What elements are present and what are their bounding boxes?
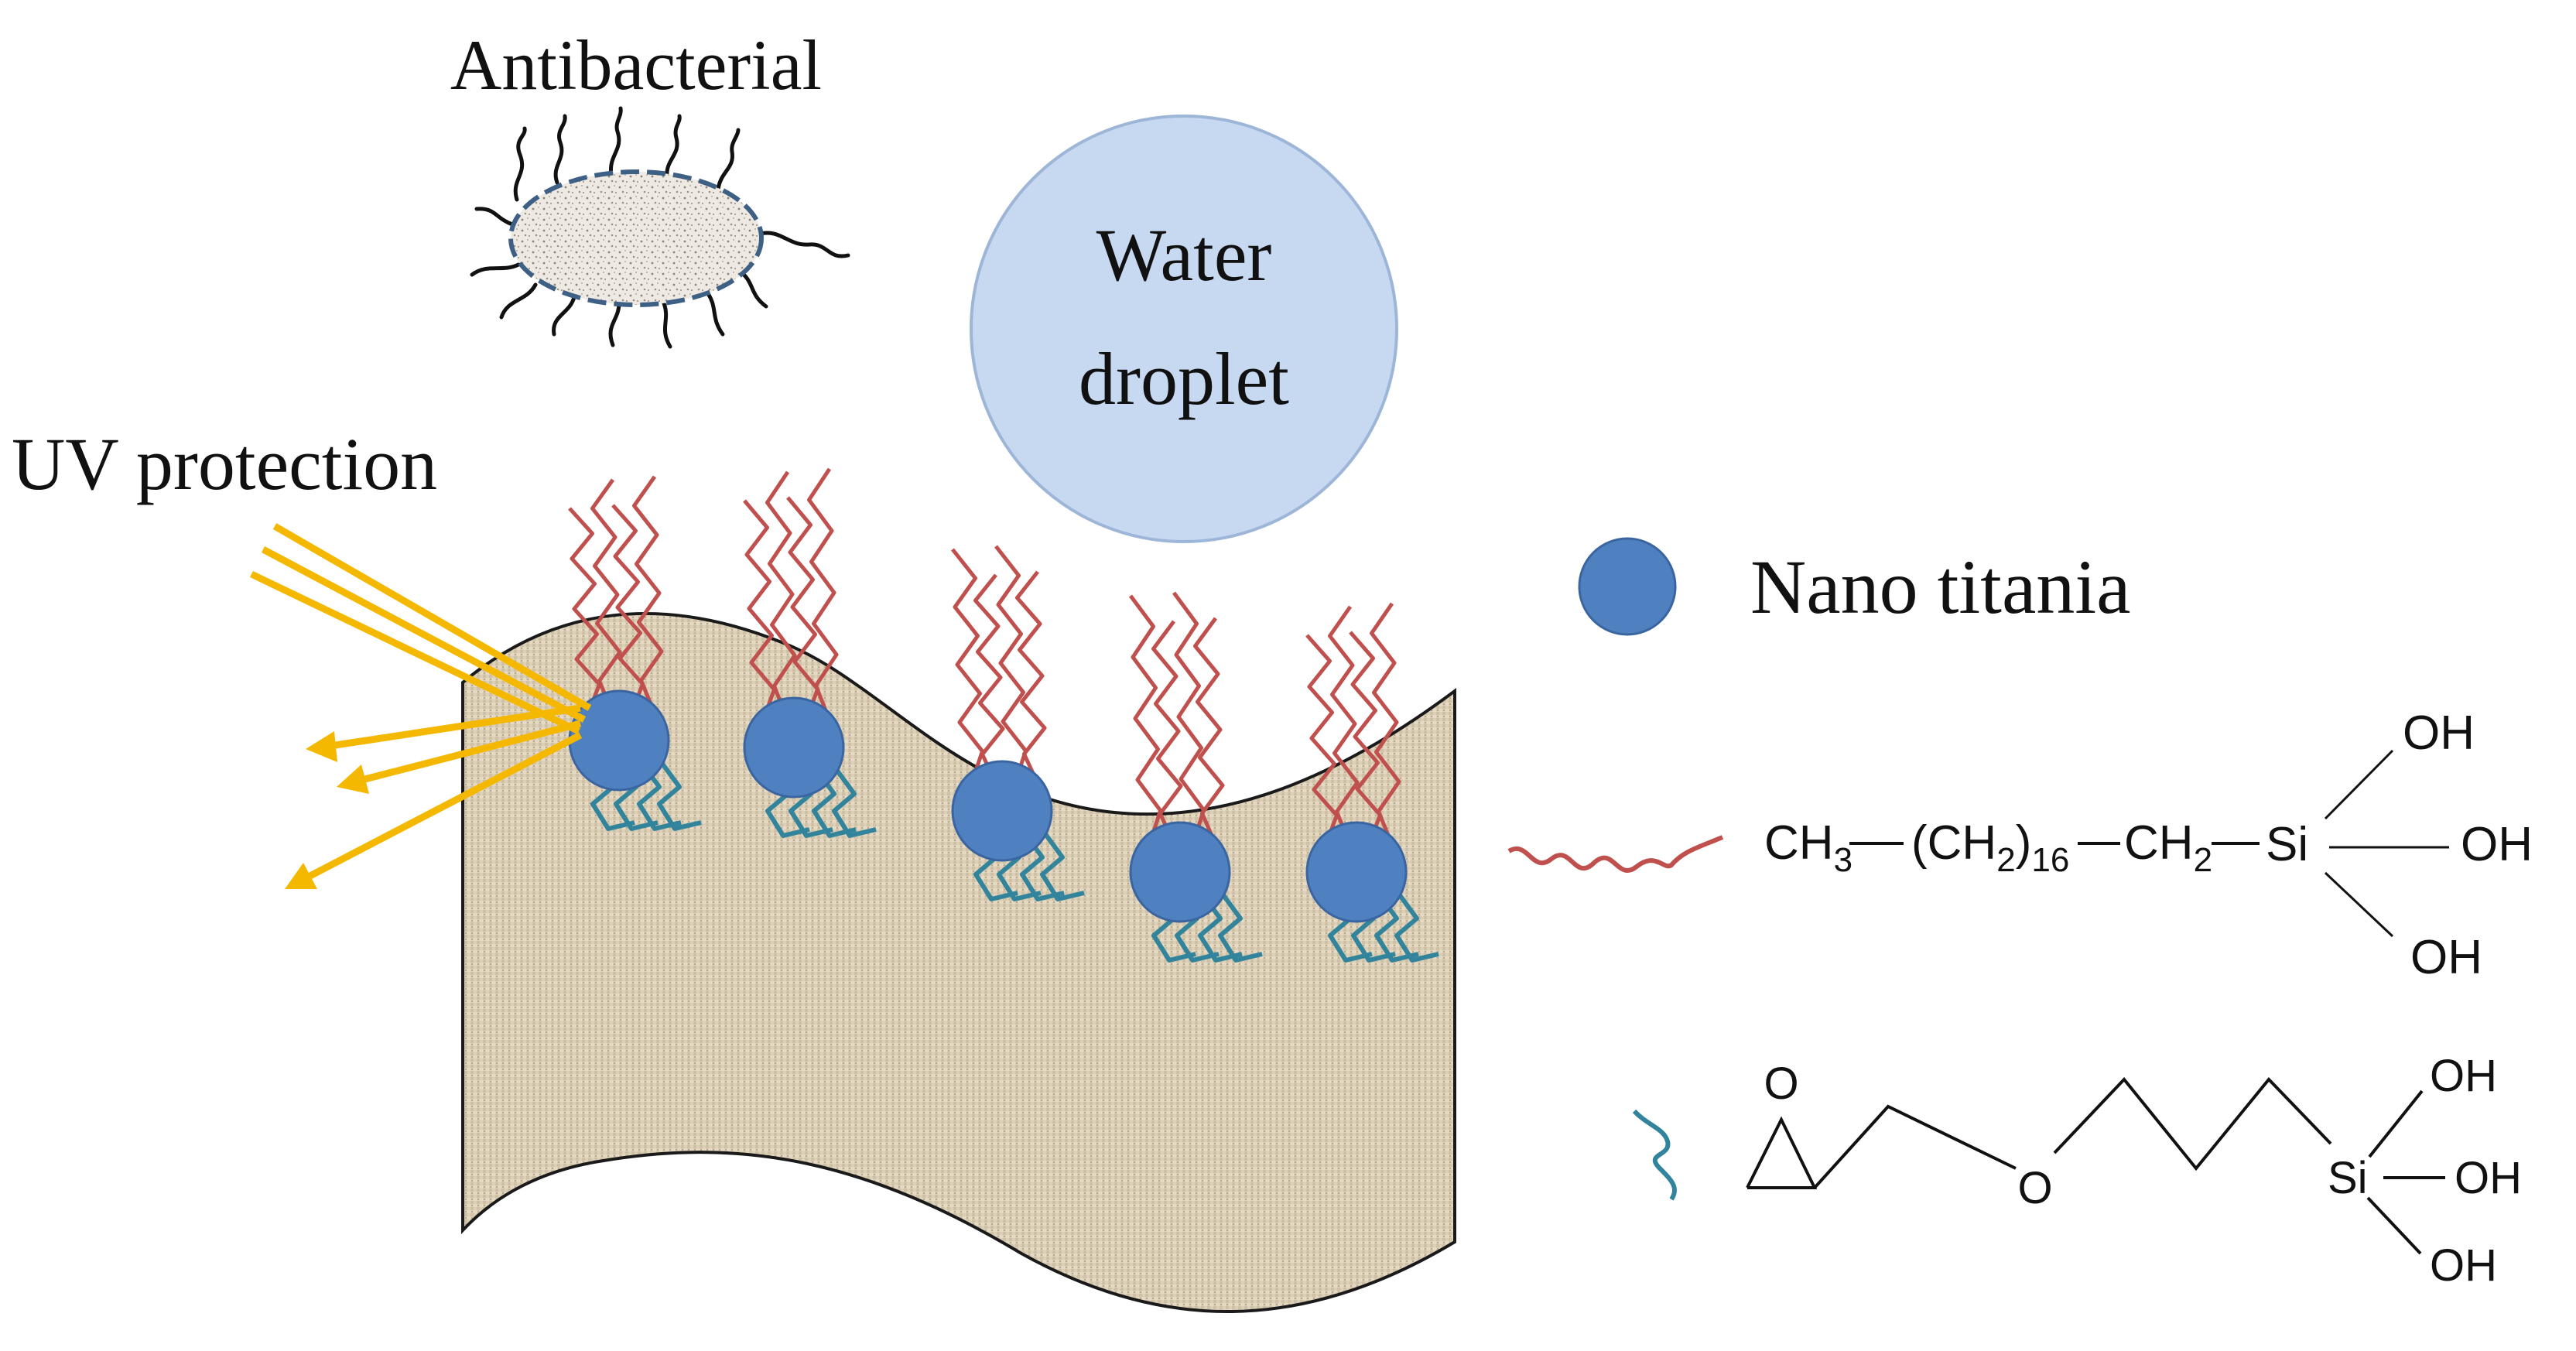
- octadecyl-chain: [1305, 634, 1339, 842]
- titania-particle: [743, 696, 845, 799]
- epoxy-chain: [1020, 833, 1065, 901]
- octadecyl-chain: [994, 545, 1028, 781]
- epoxy-silane-chains: [590, 762, 1439, 963]
- svg-text:O: O: [2017, 1163, 2052, 1213]
- titania-particles: [568, 689, 1408, 923]
- titania-legend-icon: [1578, 537, 1677, 636]
- epoxy-chain: [812, 769, 857, 838]
- svg-text:(CH2)16: (CH2)16: [1911, 816, 2069, 879]
- fabric-substrate: [461, 612, 1456, 1314]
- svg-text:O: O: [1764, 1059, 1798, 1109]
- epoxy-chain: [832, 769, 877, 838]
- svg-text:Si: Si: [2266, 818, 2308, 871]
- svg-text:OH: OH: [2410, 931, 2482, 984]
- svg-text:Si: Si: [2328, 1153, 2368, 1203]
- octadecyl-chain: [765, 470, 797, 717]
- octadecyl-chain: [951, 548, 984, 781]
- water-droplet: [970, 115, 1398, 543]
- uv-rays: [250, 523, 592, 889]
- octadecyl-chain: [743, 499, 776, 717]
- epoxy-chain: [657, 762, 702, 831]
- titania-particle: [1305, 821, 1408, 923]
- octadecyl-chain: [973, 573, 1005, 782]
- epoxy-chain: [1218, 894, 1263, 963]
- legend-octadecyl-silane: CH3 (CH2)16 CH2 Si OH OH OH: [1507, 706, 2533, 984]
- epoxy-chain: [1394, 894, 1439, 963]
- octadecyl-chain: [1370, 602, 1401, 842]
- svg-text:CH3: CH3: [1764, 816, 1852, 879]
- legend-titania: Nano titania: [1578, 537, 2131, 636]
- octadecyl-chain: [568, 507, 601, 710]
- nano-titania-label: Nano titania: [1750, 544, 2131, 630]
- octadecyl-chain: [1172, 591, 1206, 842]
- epoxy-chain: [637, 762, 682, 831]
- svg-text:OH: OH: [2455, 1153, 2522, 1203]
- octadecyl-chain: [632, 475, 664, 710]
- legend-epoxy-silane: O O Si OH OH OH: [1632, 1051, 2522, 1291]
- octadecyl-chain: [1349, 631, 1382, 842]
- svg-text:OH: OH: [2403, 706, 2475, 760]
- octadecyl-chain: [1015, 570, 1047, 782]
- octadecyl-chain: [611, 504, 645, 710]
- epoxy-chain: [1198, 894, 1243, 963]
- svg-text:OH: OH: [2430, 1051, 2497, 1101]
- titania-particle: [951, 760, 1053, 862]
- red-chain-legend-icon: [1507, 835, 1724, 873]
- octadecyl-chain: [786, 496, 819, 717]
- antibacterial-label: Antibacterial: [450, 26, 822, 104]
- epoxy-chain: [1040, 833, 1085, 901]
- uv-protection-label: UV protection: [12, 422, 437, 505]
- glycidoxy-structure: [1746, 1076, 2445, 1255]
- epoxy-chain: [1374, 894, 1419, 963]
- octadecyl-chain: [1193, 617, 1225, 842]
- octadecyl-silane-chains: [568, 467, 1401, 843]
- octadecyl-chain: [590, 478, 622, 710]
- teal-chain-legend-icon: [1632, 1109, 1677, 1201]
- water-droplet-label-line2: droplet: [1079, 337, 1289, 420]
- svg-text:OH: OH: [2430, 1240, 2497, 1291]
- bacterium-icon: [470, 106, 850, 349]
- octadecyl-chain: [1151, 620, 1183, 843]
- svg-text:CH2: CH2: [2124, 816, 2212, 879]
- octadecyl-chain: [807, 467, 839, 717]
- octadecyl-formula: CH3 (CH2)16 CH2 Si OH OH OH: [1764, 706, 2533, 984]
- octadecyl-chain: [1128, 594, 1162, 842]
- water-droplet-label-line1: Water: [1096, 214, 1272, 296]
- octadecyl-chain: [1328, 605, 1360, 842]
- titania-particle: [1129, 821, 1231, 923]
- svg-text:OH: OH: [2461, 818, 2533, 871]
